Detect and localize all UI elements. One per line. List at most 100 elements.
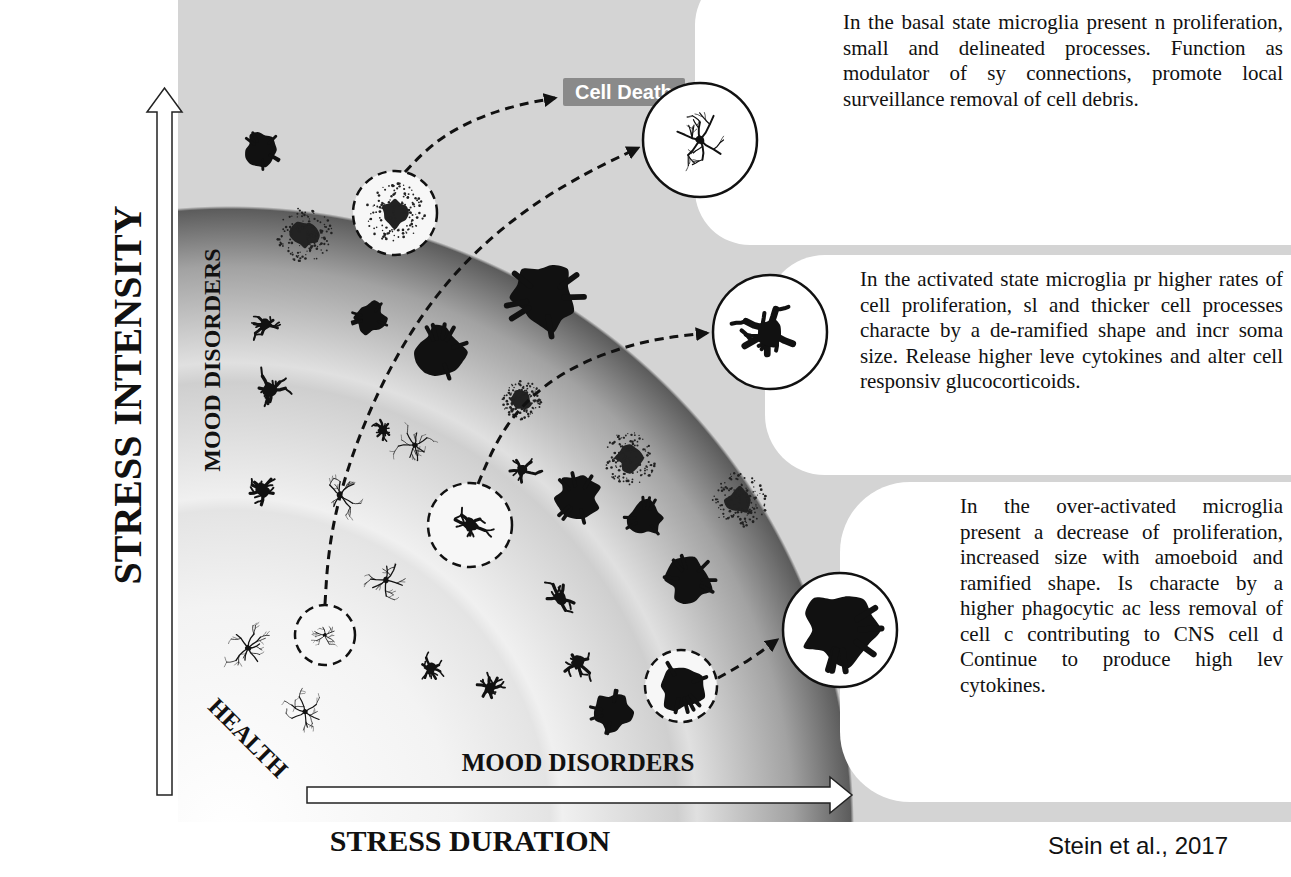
- debris-dot: [755, 505, 756, 506]
- microglia-process: [561, 275, 577, 287]
- debris-dot: [505, 407, 507, 409]
- microglia-process: [239, 662, 242, 666]
- debris-dot: [523, 416, 526, 419]
- debris-dot: [747, 512, 749, 514]
- debris-dot: [538, 406, 540, 408]
- debris-dot: [623, 480, 625, 482]
- debris-dot: [606, 467, 608, 469]
- debris-dot: [631, 440, 634, 443]
- debris-dot: [282, 243, 284, 245]
- debris-dot: [739, 518, 741, 520]
- microglia-soma: [245, 132, 277, 167]
- debris-dot: [388, 201, 390, 203]
- debris-dot: [301, 227, 303, 229]
- debris-dot: [512, 385, 514, 387]
- debris-dot: [761, 514, 763, 516]
- microglia-process: [329, 627, 331, 629]
- debris-dot: [718, 517, 719, 518]
- microglia-process: [254, 626, 256, 634]
- debris-dot: [746, 506, 748, 508]
- debris-dot: [324, 216, 325, 217]
- debris-dot: [401, 212, 402, 213]
- microglia-process: [285, 701, 292, 705]
- debris-dot: [756, 507, 758, 509]
- debris-dot: [296, 255, 298, 257]
- debris-dot: [519, 380, 522, 383]
- debris-dot: [396, 187, 398, 189]
- debris-dot: [731, 515, 733, 517]
- debris-dot: [502, 398, 504, 400]
- microglia-process: [335, 644, 337, 646]
- microglia-cell: [366, 182, 426, 241]
- debris-dot: [637, 471, 639, 473]
- debris-dot: [298, 230, 300, 232]
- debris-dot: [754, 511, 756, 513]
- microglia-process: [369, 575, 376, 580]
- microglia-process: [832, 650, 836, 671]
- debris-dot: [744, 520, 746, 522]
- debris-dot: [532, 412, 533, 413]
- microglia-process: [331, 627, 332, 632]
- debris-dot: [763, 497, 766, 500]
- debris-dot: [297, 256, 299, 258]
- debris-dot: [731, 499, 732, 500]
- debris-dot: [632, 478, 634, 480]
- state-description: In the basal state microglia present n p…: [843, 10, 1283, 112]
- microglia-cell: [422, 652, 443, 679]
- debris-dot: [519, 383, 521, 385]
- microglia-process: [269, 136, 276, 143]
- debris-dot: [404, 204, 406, 206]
- microglia-process: [400, 581, 405, 582]
- debris-dot: [646, 454, 649, 457]
- transition-arrow: [405, 98, 555, 172]
- microglia-process: [349, 481, 355, 483]
- debris-dot: [737, 474, 740, 477]
- microglia-process: [328, 641, 334, 642]
- debris-dot: [373, 204, 375, 206]
- microglia-process: [674, 560, 682, 570]
- microglia-soma: [353, 300, 387, 335]
- microglia-process: [691, 129, 697, 134]
- microglia-process: [330, 634, 333, 636]
- debris-dot: [293, 259, 295, 261]
- debris-dot: [410, 212, 412, 214]
- debris-dot: [644, 470, 646, 472]
- microglia-process: [301, 691, 306, 692]
- debris-dot: [617, 460, 619, 462]
- microglia-process: [243, 652, 246, 658]
- debris-dot: [308, 242, 311, 245]
- debris-dot: [722, 487, 724, 489]
- debris-dot: [516, 391, 518, 393]
- microglia-process: [461, 508, 463, 515]
- debris-dot: [645, 468, 646, 469]
- microglia-process: [282, 701, 285, 705]
- debris-dot: [765, 495, 767, 497]
- debris-dot: [753, 486, 754, 487]
- debris-dot: [738, 496, 741, 499]
- debris-dot: [391, 184, 394, 187]
- microglia-process: [316, 698, 319, 705]
- microglia-soma: [414, 325, 468, 376]
- debris-dot: [731, 487, 733, 489]
- debris-dot: [305, 254, 306, 255]
- microglia-process: [260, 635, 269, 637]
- microglia-field: [224, 132, 766, 734]
- microglia-process: [693, 677, 706, 682]
- debris-dot: [622, 453, 623, 454]
- debris-dot: [299, 257, 301, 259]
- highlight-circle: [428, 483, 512, 567]
- microglia-soma: [554, 475, 601, 519]
- microglia-process: [591, 707, 602, 710]
- debris-dot: [607, 446, 609, 448]
- debris-dot: [718, 507, 719, 508]
- debris-dot: [627, 433, 628, 434]
- debris-dot: [713, 495, 715, 497]
- debris-dot: [616, 467, 618, 469]
- microglia-process: [256, 646, 262, 650]
- debris-dot: [513, 399, 514, 400]
- microglia-cell: [677, 113, 723, 171]
- debris-dot: [380, 204, 383, 207]
- debris-dot: [737, 475, 739, 477]
- debris-dot: [612, 476, 614, 478]
- highlight-circle: [645, 650, 717, 722]
